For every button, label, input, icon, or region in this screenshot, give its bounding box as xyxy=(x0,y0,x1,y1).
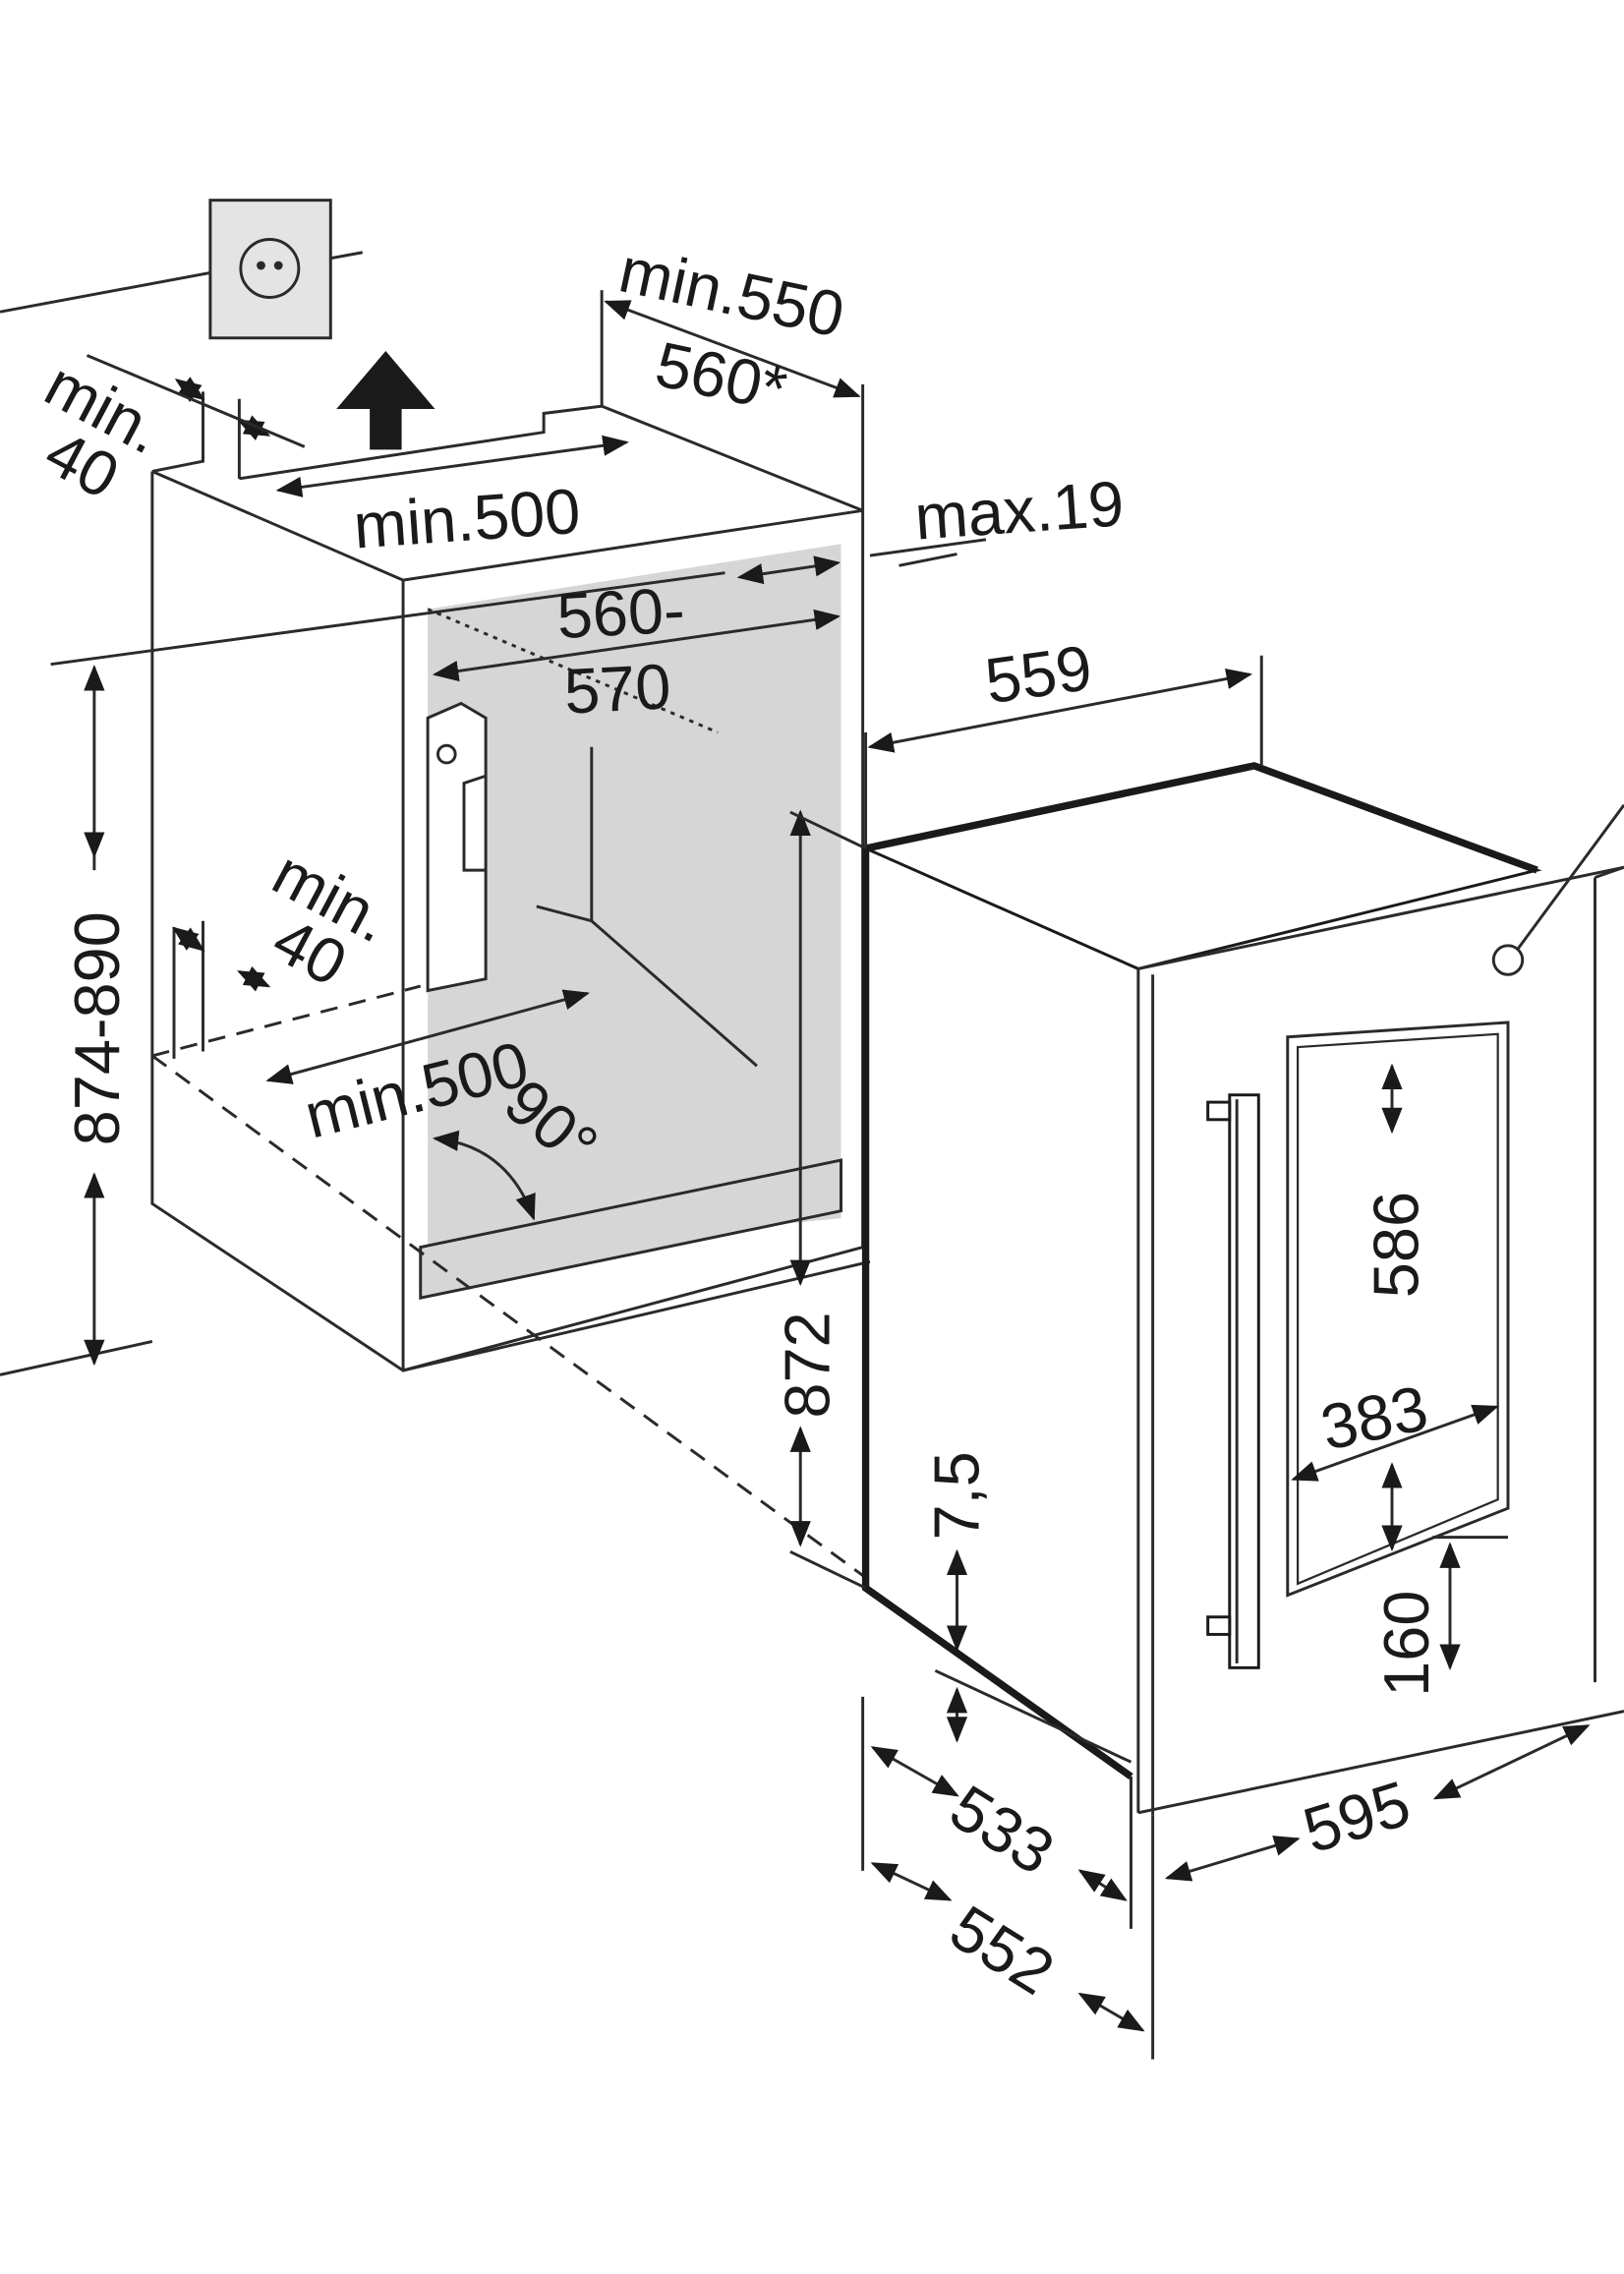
indicator-circle-icon xyxy=(1491,944,1525,976)
dimension-lines xyxy=(84,300,1591,2060)
label-top-min-500: min.500 xyxy=(351,475,582,562)
power-socket-icon xyxy=(0,199,364,340)
label-max-19: max.19 xyxy=(912,467,1126,554)
ventilation-arrow-icon xyxy=(336,351,435,450)
label-min-550: min.550 xyxy=(613,233,850,350)
label-7-5: 7,5 xyxy=(921,1451,993,1540)
label-560-star: 560* xyxy=(650,327,793,425)
label-559: 559 xyxy=(981,631,1096,717)
label-560: 560- xyxy=(555,573,687,652)
label-595: 595 xyxy=(1296,1767,1419,1866)
label-872: 872 xyxy=(772,1312,843,1418)
label-383: 383 xyxy=(1314,1371,1433,1464)
label-160: 160 xyxy=(1370,1591,1442,1697)
door-handle xyxy=(1206,1093,1260,1669)
label-570: 570 xyxy=(562,650,672,728)
label-533: 533 xyxy=(938,1771,1067,1888)
label-552: 552 xyxy=(938,1892,1067,2009)
label-874-890: 874-890 xyxy=(61,911,133,1145)
wine-cooler-appliance xyxy=(860,762,1624,1816)
label-586: 586 xyxy=(1361,1192,1432,1298)
